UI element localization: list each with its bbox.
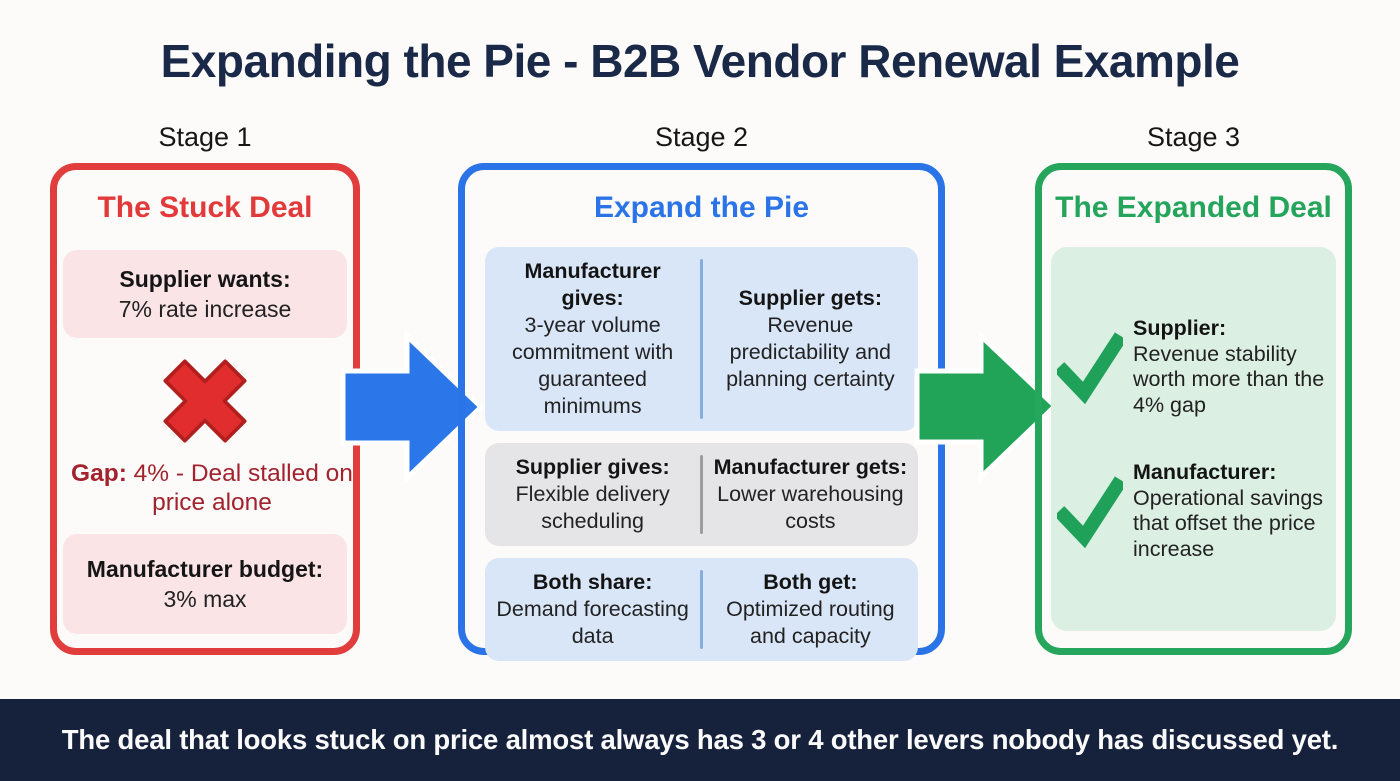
cell-divider bbox=[700, 259, 703, 419]
manufacturer-benefit-text: Manufacturer: Operational savings that o… bbox=[1133, 460, 1328, 562]
both-share-body: Demand forecasting data bbox=[496, 597, 689, 648]
stage-3-heading: The Expanded Deal bbox=[1055, 191, 1332, 224]
supplier-gets-body: Revenue predictability and planning cert… bbox=[726, 313, 895, 391]
stage-2-expand-pie-box: Expand the Pie Manufacturer gives: 3-yea… bbox=[458, 163, 945, 661]
gap-text-rest: 4% - Deal stalled on price alone bbox=[126, 460, 353, 516]
arrow-right-icon bbox=[340, 330, 485, 484]
manufacturer-gets-title: Manufacturer gets: bbox=[713, 455, 908, 479]
manufacturer-gets-cell: Manufacturer gets: Lower warehousing cos… bbox=[703, 443, 918, 546]
trade-row-1: Manufacturer gives: 3-year volume commit… bbox=[485, 247, 918, 431]
manufacturer-budget-title: Manufacturer budget: bbox=[86, 556, 324, 582]
supplier-gives-body: Flexible delivery scheduling bbox=[515, 482, 670, 533]
arrow-right-icon bbox=[914, 331, 1059, 483]
both-get-title: Both get: bbox=[763, 570, 858, 594]
supplier-gets-title: Supplier gets: bbox=[738, 286, 883, 310]
checkmark-icon bbox=[1057, 476, 1123, 549]
supplier-benefit-title: Supplier: bbox=[1133, 316, 1227, 340]
gap-text: Gap: 4% - Deal stalled on price alone bbox=[57, 459, 367, 517]
supplier-wants-card: Supplier wants: 7% rate increase bbox=[63, 250, 347, 338]
page-title: Expanding the Pie - B2B Vendor Renewal E… bbox=[160, 35, 1240, 87]
expanded-deal-panel: Supplier: Revenue stability worth more t… bbox=[1051, 247, 1336, 631]
stage-1-heading: The Stuck Deal bbox=[97, 191, 313, 224]
stage-1-label: Stage 1 bbox=[158, 122, 252, 152]
manufacturer-benefit-body: Operational savings that offset the pric… bbox=[1133, 485, 1324, 561]
trade-grid: Manufacturer gives: 3-year volume commit… bbox=[485, 247, 918, 661]
stage-2-heading: Expand the Pie bbox=[593, 191, 810, 224]
supplier-benefit-item: Supplier: Revenue stability worth more t… bbox=[1057, 316, 1328, 418]
manufacturer-benefit-title: Manufacturer: bbox=[1133, 460, 1277, 484]
trade-row-2: Supplier gives: Flexible delivery schedu… bbox=[485, 443, 918, 546]
supplier-wants-title: Supplier wants: bbox=[119, 266, 291, 292]
manufacturer-benefit-item: Manufacturer: Operational savings that o… bbox=[1057, 460, 1328, 562]
manufacturer-gives-body: 3-year volume commitment with guaranteed… bbox=[511, 313, 674, 418]
both-share-title: Both share: bbox=[532, 570, 653, 594]
footer-takeaway-text: The deal that looks stuck on price almos… bbox=[61, 724, 1339, 755]
checkmark-icon bbox=[1057, 332, 1123, 405]
footer-takeaway-bar: The deal that looks stuck on price almos… bbox=[0, 699, 1400, 781]
stage-2-label: Stage 2 bbox=[654, 122, 749, 152]
trade-row-3: Both share: Demand forecasting data Both… bbox=[485, 558, 918, 661]
gap-text-bold: Gap: bbox=[71, 460, 127, 487]
manufacturer-budget-body: 3% max bbox=[163, 586, 247, 612]
manufacturer-gives-title: Manufacturer gives: bbox=[524, 259, 661, 310]
supplier-gets-cell: Supplier gets: Revenue predictability an… bbox=[703, 247, 918, 431]
cell-divider bbox=[700, 570, 703, 649]
supplier-benefit-text: Supplier: Revenue stability worth more t… bbox=[1133, 316, 1328, 418]
both-get-cell: Both get: Optimized routing and capacity bbox=[703, 558, 918, 661]
supplier-benefit-body: Revenue stability worth more than the 4%… bbox=[1133, 341, 1325, 417]
stage-3-label: Stage 3 bbox=[1146, 122, 1241, 152]
manufacturer-gives-cell: Manufacturer gives: 3-year volume commit… bbox=[485, 247, 700, 431]
both-share-cell: Both share: Demand forecasting data bbox=[485, 558, 700, 661]
cell-divider bbox=[700, 455, 703, 534]
manufacturer-gets-body: Lower warehousing costs bbox=[717, 482, 904, 533]
both-get-body: Optimized routing and capacity bbox=[726, 597, 895, 648]
manufacturer-budget-card: Manufacturer budget: 3% max bbox=[63, 534, 347, 634]
supplier-gives-cell: Supplier gives: Flexible delivery schedu… bbox=[485, 443, 700, 546]
supplier-wants-body: 7% rate increase bbox=[118, 296, 292, 322]
stage-3-expanded-deal-box: The Expanded Deal Supplier: Revenue stab… bbox=[1035, 163, 1352, 655]
stage-1-stuck-deal-box: The Stuck Deal Supplier wants: 7% rate i… bbox=[50, 163, 360, 655]
cross-mark-icon bbox=[163, 359, 247, 443]
supplier-gives-title: Supplier gives: bbox=[515, 455, 670, 479]
